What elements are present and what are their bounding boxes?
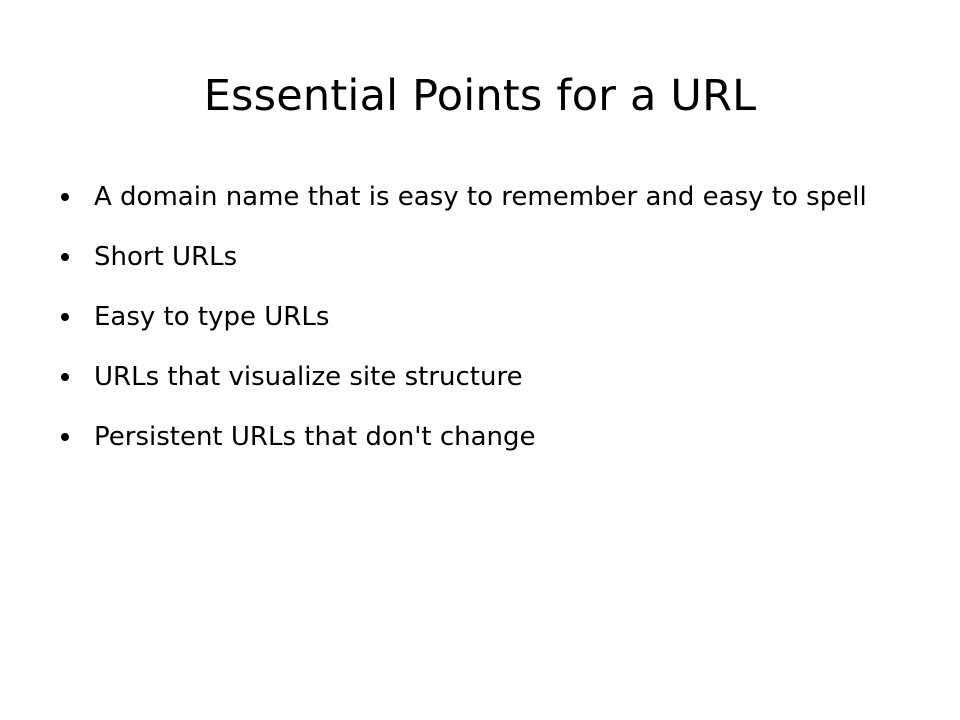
bullet-item: Easy to type URLs — [58, 298, 898, 336]
bullet-item: A domain name that is easy to remember a… — [58, 178, 898, 216]
slide-title: Essential Points for a URL — [203, 71, 757, 121]
bullet-icon — [61, 433, 69, 441]
bullet-text: URLs that visualize site structure — [94, 362, 523, 392]
bullet-text: Easy to type URLs — [94, 302, 330, 332]
bullet-text: Short URLs — [94, 242, 238, 272]
bullet-icon — [61, 373, 69, 381]
bullet-item: Short URLs — [58, 238, 898, 276]
bullet-icon — [61, 313, 69, 321]
bullet-icon — [61, 193, 69, 201]
bullet-item: Persistent URLs that don't change — [58, 418, 898, 456]
bullet-icon — [61, 253, 69, 261]
bullet-text: Persistent URLs that don't change — [94, 422, 536, 452]
bullet-text: A domain name that is easy to remember a… — [94, 182, 867, 212]
bullet-list: A domain name that is easy to remember a… — [58, 178, 898, 478]
bullet-item: URLs that visualize site structure — [58, 358, 898, 396]
